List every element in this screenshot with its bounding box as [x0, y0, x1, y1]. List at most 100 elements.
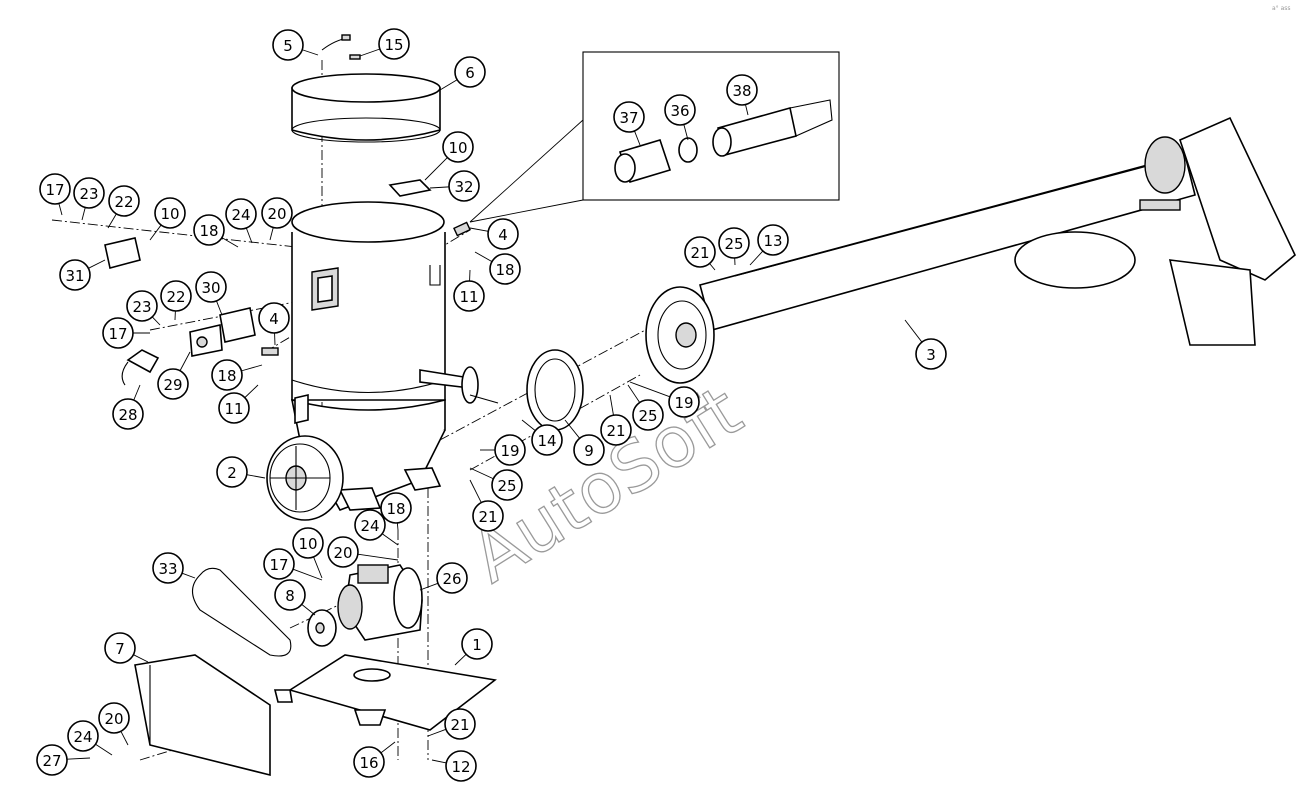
- leader-11: [244, 384, 259, 398]
- callout-circle: [445, 750, 477, 782]
- callout-circle: [274, 579, 306, 611]
- callout-21: 21: [600, 414, 632, 446]
- callout-20: 20: [327, 536, 359, 568]
- callout-number: 2: [227, 464, 237, 482]
- callout-circle: [573, 434, 605, 466]
- leader-21: [609, 394, 614, 416]
- callout-number: 37: [619, 109, 638, 127]
- leader-15: [359, 48, 381, 57]
- callout-6: 6: [454, 56, 486, 88]
- leader-37: [634, 130, 641, 146]
- callout-21: 21: [444, 708, 476, 740]
- callout-circle: [354, 509, 386, 541]
- callout-number: 3: [926, 346, 936, 364]
- detail-inset: [469, 51, 840, 223]
- callout-24: 24: [225, 198, 257, 230]
- callout-circle: [39, 173, 71, 205]
- callout-22: 22: [160, 280, 192, 312]
- leader-13: [749, 250, 764, 266]
- discharge-pipe: [645, 116, 1296, 384]
- callout-circle: [160, 280, 192, 312]
- leader-2: [246, 474, 266, 479]
- leader-20: [120, 731, 129, 746]
- callout-32: 32: [448, 170, 480, 202]
- callout-circle: [600, 414, 632, 446]
- callout-23: 23: [73, 177, 105, 209]
- callout-number: 20: [333, 544, 352, 562]
- leader-26: [419, 582, 439, 591]
- callout-number: 15: [384, 36, 403, 54]
- callout-circle: [436, 562, 468, 594]
- leader-25: [469, 467, 494, 480]
- leader-20: [269, 227, 274, 241]
- leader-31: [88, 259, 106, 269]
- callout-11: 11: [218, 392, 250, 424]
- callout-25: 25: [491, 469, 523, 501]
- callout-circle: [726, 74, 758, 106]
- callout-19: 19: [494, 434, 526, 466]
- callout-10: 10: [154, 197, 186, 229]
- leader-17: [58, 203, 63, 216]
- vbelt-33: [191, 567, 292, 657]
- callout-circle: [915, 338, 947, 370]
- leader-19: [629, 381, 671, 398]
- leader-29: [179, 351, 191, 371]
- leader-10: [424, 157, 448, 181]
- callout-circle: [258, 302, 290, 334]
- callout-10: 10: [442, 131, 474, 163]
- callout-circle: [195, 271, 227, 303]
- corner-mark: a° ass: [1272, 5, 1291, 12]
- gasket-9: [526, 349, 584, 431]
- callout-number: 24: [231, 206, 250, 224]
- callout-number: 8: [285, 587, 295, 605]
- callout-10: 10: [292, 527, 324, 559]
- callout-circle: [104, 632, 136, 664]
- callout-18: 18: [193, 214, 225, 246]
- callout-number: 6: [465, 64, 475, 82]
- leader-10: [149, 224, 162, 241]
- callout-23: 23: [126, 290, 158, 322]
- leader-21: [469, 479, 482, 503]
- callout-24: 24: [354, 509, 386, 541]
- leader-18: [396, 522, 399, 531]
- callout-number: 36: [670, 102, 689, 120]
- callout-14: 14: [531, 424, 563, 456]
- callout-13: 13: [757, 224, 789, 256]
- main-drum: [290, 201, 499, 511]
- callout-number: 17: [108, 325, 127, 343]
- callout-9: 9: [573, 434, 605, 466]
- callout-36: 36: [664, 94, 696, 126]
- callout-number: 23: [79, 185, 98, 203]
- callout-25: 25: [718, 227, 750, 259]
- callout-17: 17: [263, 548, 295, 580]
- leader-7: [133, 654, 149, 663]
- callout-11: 11: [453, 280, 485, 312]
- pulley-2: [266, 435, 344, 521]
- callout-circle: [218, 392, 250, 424]
- leader-25: [627, 384, 641, 403]
- leader-22: [107, 213, 117, 229]
- callout-number: 18: [217, 367, 236, 385]
- callout-circle: [454, 56, 486, 88]
- callout-number: 20: [267, 205, 286, 223]
- callout-circle: [292, 527, 324, 559]
- callout-24: 24: [67, 720, 99, 752]
- leader-24: [381, 533, 399, 546]
- callout-17: 17: [39, 173, 71, 205]
- ring-clip: [321, 34, 361, 60]
- callout-leaders: [58, 48, 923, 764]
- callout-25: 25: [632, 399, 664, 431]
- leader-36: [683, 124, 689, 141]
- leader-27: [66, 757, 91, 760]
- callout-number: 14: [537, 432, 556, 450]
- callout-circle: [664, 94, 696, 126]
- callout-circle: [461, 628, 493, 660]
- callout-circle: [211, 359, 243, 391]
- leader-5: [302, 49, 319, 56]
- callout-number: 25: [638, 407, 657, 425]
- callout-2: 2: [216, 456, 248, 488]
- callout-circle: [442, 131, 474, 163]
- callout-number: 4: [269, 310, 279, 328]
- leader-24: [245, 227, 253, 244]
- callout-29: 29: [157, 368, 189, 400]
